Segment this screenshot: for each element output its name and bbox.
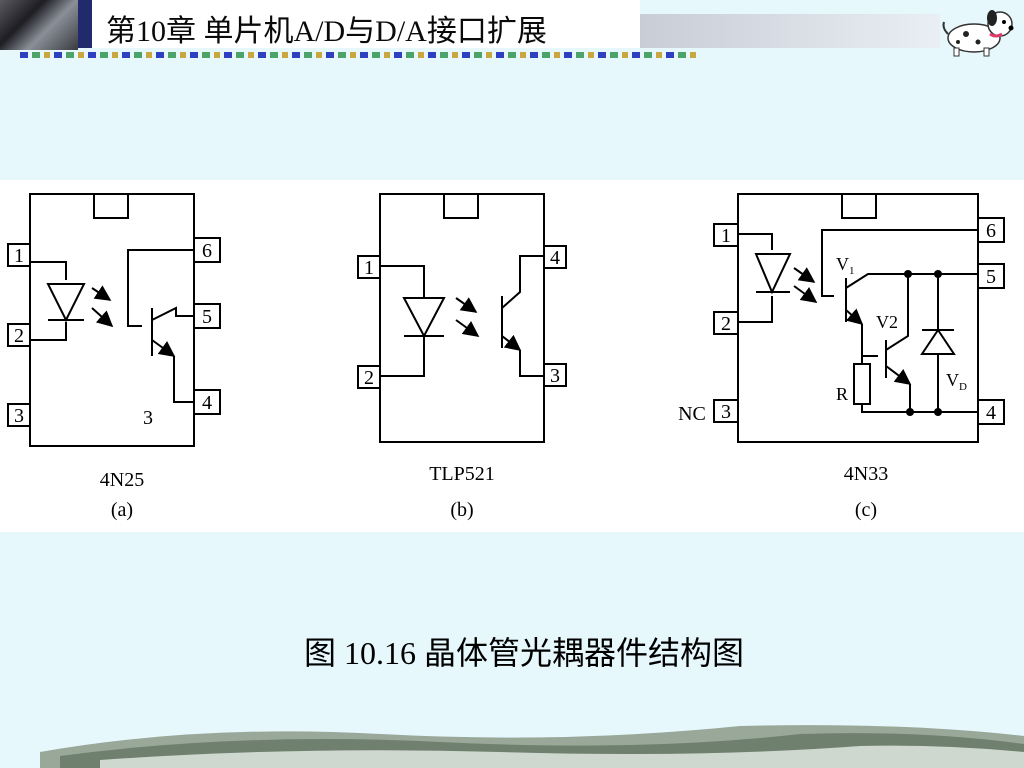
mountain-photo-icon (0, 0, 78, 50)
pin-label: 3 (550, 365, 560, 387)
pin-label: 2 (721, 313, 731, 335)
title-box (92, 0, 640, 48)
grass-decoration (40, 725, 1024, 768)
nc-label: NC (678, 403, 706, 425)
vd-subscript: D (959, 381, 967, 393)
pin-label: 2 (364, 367, 374, 389)
pin-label: 3 (14, 405, 24, 427)
v2-label: V2 (876, 312, 898, 332)
slide-header: 第10章 单片机A/D与D/A接口扩展 (0, 0, 1024, 60)
panel-a-4n25 (7, 193, 221, 447)
pin-label: 6 (986, 220, 996, 242)
v1-subscript: 1 (849, 265, 855, 277)
vd-label: V (946, 370, 959, 390)
title-gradient-bar (640, 14, 940, 48)
pin-label: 5 (986, 266, 996, 288)
v1-label: V (836, 254, 849, 274)
dalmatian-dog-icon (942, 10, 1014, 57)
inner-note: 3 (143, 407, 153, 429)
optocoupler-schematics: 1 2 3 6 5 4 3 4N25 (a) 1 2 4 3 TLP521 (b… (7, 193, 1005, 521)
pin-label: 1 (721, 225, 731, 247)
optocoupler-diagram: 1 2 3 6 5 4 3 4N25 (a) 1 2 4 3 TLP521 (b… (0, 180, 1024, 532)
pin-label: 4 (202, 392, 212, 414)
panel-label: (b) (450, 499, 473, 521)
pin-label: 1 (364, 257, 374, 279)
resistor-label: R (836, 384, 848, 404)
panel-b-tlp521 (357, 193, 567, 443)
pin-label: 6 (202, 240, 212, 262)
pin-label: 3 (721, 401, 731, 423)
pin-label: 1 (14, 245, 24, 267)
part-name: TLP521 (429, 463, 495, 485)
figure-caption: 图 10.16 晶体管光耦器件结构图 (303, 635, 744, 671)
title-accent-bar (78, 0, 92, 48)
panel-label: (c) (855, 499, 877, 521)
slide-title: 第10章 单片机A/D与D/A接口扩展 (106, 15, 547, 48)
part-name: 4N33 (844, 463, 888, 485)
pin-label: 5 (202, 306, 212, 328)
panel-c-4n33 (713, 193, 1005, 443)
pin-label: 4 (550, 247, 560, 269)
pin-label: 2 (14, 325, 24, 347)
pin-label: 4 (986, 402, 996, 424)
decorative-dash-line (20, 52, 700, 58)
panel-label: (a) (111, 499, 133, 521)
part-name: 4N25 (100, 469, 144, 491)
